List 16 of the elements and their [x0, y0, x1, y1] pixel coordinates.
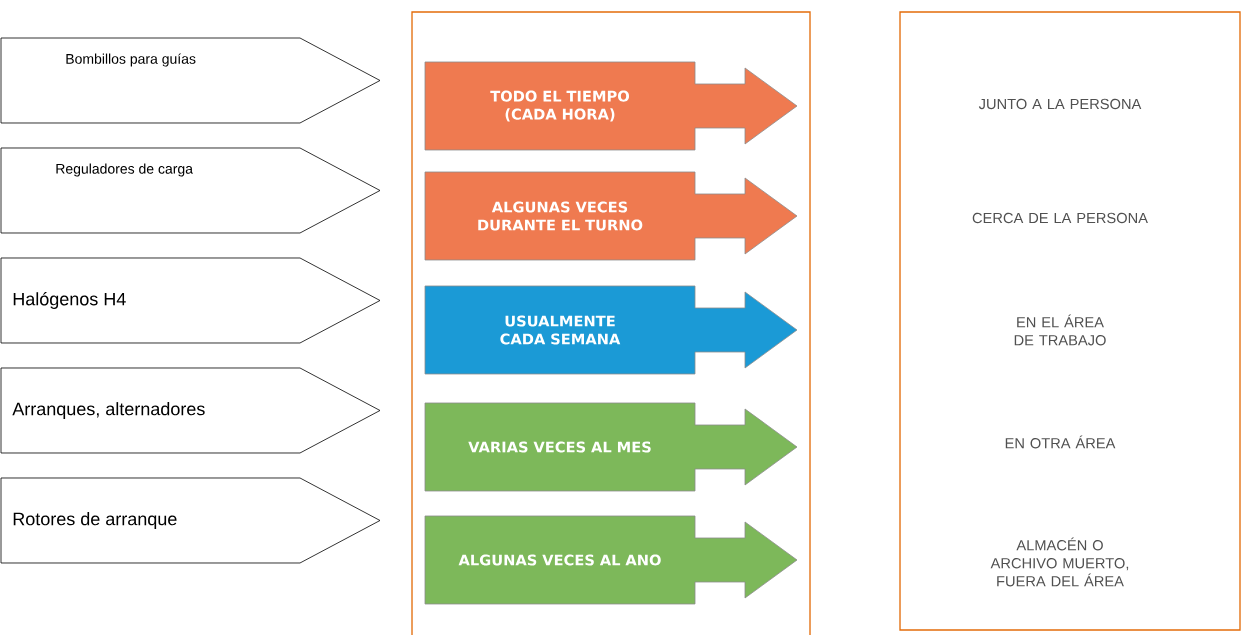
- arrow-box: TODO EL TIEMPO (CADA HORA): [424, 61, 798, 151]
- label-tag: Reguladores de carga: [0, 147, 381, 234]
- arrow-box: USUALMENTE CADA SEMANA: [424, 285, 798, 375]
- location-text: EN EL ÁREA DE TRABAJO: [1014, 314, 1106, 346]
- label-tag: Arranques, alternadores: [0, 367, 381, 454]
- label-tag: Rotores de arranque: [0, 477, 381, 564]
- label-tag: Bombillos para guías: [0, 37, 381, 124]
- location-text: CERCA DE LA PERSONA: [972, 212, 1148, 224]
- label-tag: Halógenos H4: [0, 257, 381, 344]
- arrow-box: ALGUNAS VECES DURANTE EL TURNO: [424, 171, 798, 261]
- location-text: JUNTO A LA PERSONA: [978, 98, 1142, 110]
- location-text: ALMACÉN O ARCHIVO MUERTO, FUERA DEL ÁREA: [990, 537, 1129, 587]
- arrow-box: VARIAS VECES AL MES: [424, 402, 798, 492]
- arrow-box: ALGUNAS VECES AL ANO: [424, 515, 798, 605]
- location-text: EN OTRA ÁREA: [1005, 435, 1116, 449]
- panel-frame: [411, 11, 811, 635]
